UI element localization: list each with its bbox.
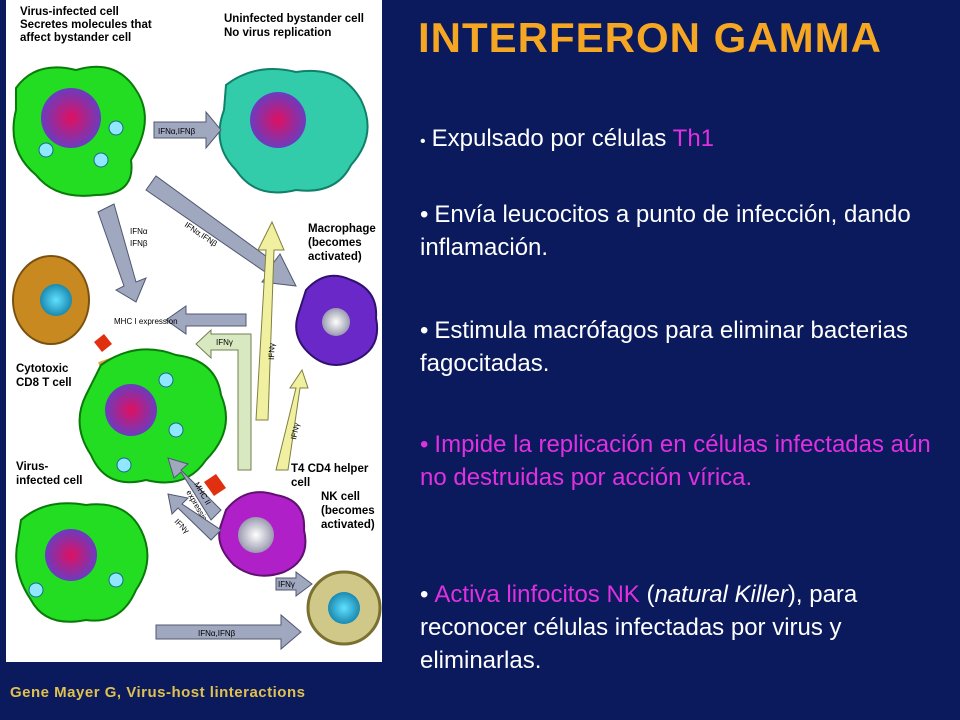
bullet-1: •Expulsado por células Th1 [420,125,715,152]
svg-text:IFNγ: IFNγ [278,580,295,589]
label-macrophage-2: (becomes [308,237,362,249]
virus-infected-cell-bottom [15,502,149,623]
slide-title: INTERFERON GAMMA [418,14,882,61]
label-nk-1: NK cell [321,491,360,503]
virus-infected-cell-top [12,65,146,197]
label-bystander-2: No virus replication [224,27,331,39]
bullet-5-pre: Activa linfocitos NK [434,581,640,608]
label-virus-cell-3: affect bystander cell [20,32,131,44]
bullet-3-text: Estimula macrófagos para eliminar bacter… [420,317,908,377]
label-virus-cell-1: Virus-infected cell [20,6,119,18]
bullet-2: •Envía leucocitos a punto de infección, … [420,201,911,261]
bullet-5-post: ), para reconocer células infectadas por… [420,581,858,674]
diagram-canvas: Virus-infected cell Secretes molecules t… [12,6,382,651]
image-credit: Gene Mayer G, Virus-host linteractions [10,684,306,701]
receptor-marker [204,474,226,496]
bullet-4-text: Impide la replicación en células infecta… [420,431,931,491]
arrow-ifnab-bottom: IFNα,IFNβ [155,613,302,651]
label-nk-3: activated) [321,519,375,531]
bullet-4: •Impide la replicación en células infect… [420,431,931,491]
label-cytotoxic-1: Cytotoxic [16,363,69,375]
arrow-ifng-up: IFNγ [255,220,285,421]
nk-cell [306,570,382,646]
label-t4-1: T4 CD4 helper [291,463,369,475]
nk-helper-cell [218,491,307,577]
arrow-ifng-nk: IFNγ [275,571,313,597]
arrow-mhc1: MHC I expression [114,305,247,335]
label-virus-2-2: infected cell [16,475,82,487]
label-macrophage-1: Macrophage [308,223,376,235]
bullet-5-italic: natural Killer [654,581,788,608]
arrow-ifna-ifnb: IFNα IFNβ [97,203,148,303]
svg-text:MHC I expression: MHC I expression [114,317,178,326]
bullet-1-highlight: Th1 [672,125,715,152]
arrow-ifnab-top: IFNα,IFNβ [153,110,222,150]
label-macrophage-3: activated) [308,251,362,263]
arrow-ifng-bent: IFNγ [195,328,252,471]
bullet-2-text: Envía leucocitos a punto de infección, d… [420,201,911,261]
interferon-diagram: Virus-infected cell Secretes molecules t… [6,0,382,662]
svg-text:IFNγ: IFNγ [216,338,233,347]
virus-infected-cell-middle [78,348,227,484]
label-t4-2: cell [291,477,310,489]
svg-text:IFNγ: IFNγ [267,343,277,360]
svg-text:IFNβ: IFNβ [130,239,148,248]
svg-text:IFNγ: IFNγ [289,422,301,440]
bullet-5-mid: ( [639,581,655,608]
bullet-1-text: Expulsado por células [431,125,673,152]
svg-text:IFNα,IFNβ: IFNα,IFNβ [158,127,196,136]
bystander-cell [218,68,369,194]
macrophage-cell [295,274,378,366]
svg-text:IFNα,IFNβ: IFNα,IFNβ [198,629,236,638]
svg-text:IFNγ: IFNγ [173,517,191,535]
svg-text:IFNα: IFNα [130,227,148,236]
label-nk-2: (becomes [321,505,375,517]
arrow-ifng-t4: IFNγ [275,368,309,471]
label-virus-cell-2: Secretes molecules that [20,19,152,31]
label-cytotoxic-2: CD8 T cell [16,377,72,389]
label-bystander-1: Uninfected bystander cell [224,13,364,25]
bullet-3: •Estimula macrófagos para eliminar bacte… [420,317,908,377]
label-virus-2-1: Virus- [16,461,49,473]
bullet-5: •Activa linfocitos NK (natural Killer), … [420,581,858,674]
